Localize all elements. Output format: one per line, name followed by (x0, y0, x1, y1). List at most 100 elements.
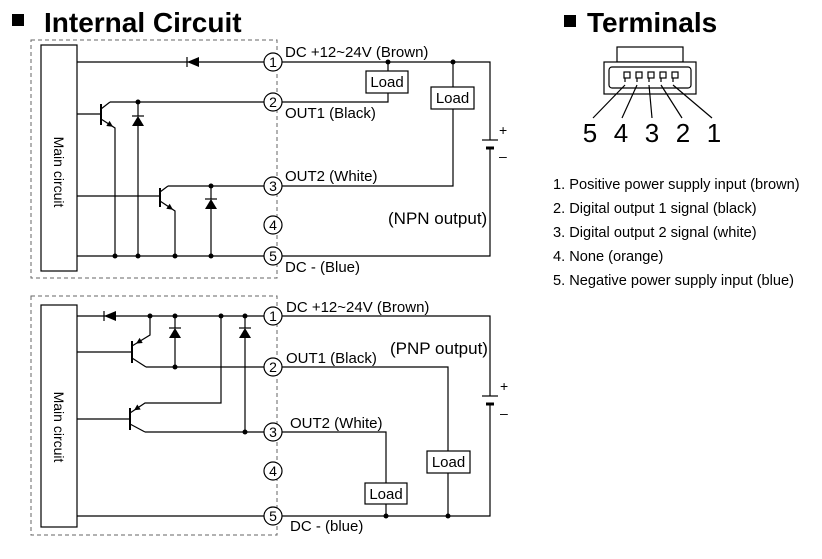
pnp-transistor-1-icon (77, 316, 151, 368)
terminal-circle (263, 306, 283, 326)
npn-terminal-2: 2 OUT1 (Black) (263, 92, 376, 122)
junction-dot (135, 253, 141, 259)
square-bullet-icon (12, 14, 24, 26)
internal-circuit-heading: Internal Circuit (44, 7, 242, 38)
wire-supply-negative (282, 148, 491, 257)
pin-contact (623, 71, 631, 79)
junction-dot (147, 313, 153, 319)
terminal-label: OUT1 (Black) (286, 350, 377, 367)
emitter-arrow (134, 404, 141, 411)
wire-load-1 (282, 366, 449, 516)
terminal-number: 2 (269, 359, 277, 375)
load-box (364, 482, 408, 505)
terminal-circle (263, 92, 283, 112)
terminal-circle (263, 506, 283, 526)
junction-dot (172, 253, 178, 259)
zener-diode-2-icon (205, 186, 217, 256)
battery-minus-sign: – (500, 405, 508, 421)
terminal-label: DC - (blue) (290, 518, 363, 535)
battery-minus-sign: – (499, 148, 507, 164)
zener-diode-1-icon (132, 102, 144, 256)
connector-drawing: 5 4 3 2 1 (583, 46, 721, 148)
load-label: Load (370, 74, 403, 91)
junction-dot (445, 513, 451, 519)
npn-transistor-1-icon (77, 101, 116, 256)
list-item: 2. Digital output 1 signal (black) (553, 201, 757, 217)
main-circuit-label: Main circuit (51, 137, 67, 208)
terminal-number: 5 (269, 248, 277, 264)
emitter-arrow (136, 337, 143, 344)
pin-contact (659, 71, 667, 79)
pnp-terminal-2: 2 OUT1 (Black) (263, 350, 377, 377)
list-item: 4. None (orange) (553, 249, 663, 265)
terminal-label: OUT2 (White) (285, 168, 378, 185)
junction-dot (383, 513, 389, 519)
junction-dot (172, 364, 178, 370)
battery-icon: + – (482, 122, 507, 164)
pnp-terminal-5: 5 DC - (blue) (263, 506, 363, 535)
pnp-terminal-3: 3 OUT2 (White) (263, 415, 383, 442)
npn-transistor-2-icon (77, 185, 176, 256)
junction-dot (242, 313, 248, 319)
diode-icon (103, 311, 116, 321)
zener-diode-1-icon (169, 316, 181, 367)
diode-triangle (205, 199, 217, 209)
battery-plus-sign: + (499, 122, 507, 138)
wire-supply-positive (282, 315, 491, 396)
load-1: Load (365, 70, 409, 94)
list-item: 3. Digital output 2 signal (white) (553, 225, 757, 241)
load-label: Load (436, 90, 469, 107)
wire-load-2 (282, 62, 454, 187)
npn-terminal-3: 3 OUT2 (White) (263, 168, 378, 196)
diode-triangle (132, 116, 144, 126)
transistor-emitter (100, 118, 116, 256)
pnp-transistor-2-icon (77, 316, 222, 433)
transistor-collector (131, 357, 147, 368)
battery-icon: + – (482, 378, 508, 421)
terminal-label: DC +12~24V (Brown) (286, 299, 429, 316)
terminal-label: DC +12~24V (Brown) (285, 44, 428, 61)
connector-pin (635, 71, 643, 82)
pin-leader-line (592, 84, 626, 119)
pin-number: 3 (645, 118, 659, 148)
terminal-circle (263, 176, 283, 196)
terminal-number: 4 (269, 463, 277, 479)
npn-terminal-1: 1 DC +12~24V (Brown) (263, 44, 428, 72)
diode-triangle (187, 57, 199, 67)
transistor-collector (100, 101, 111, 110)
main-circuit-block (40, 304, 78, 528)
terminals-heading-group: Terminals (564, 7, 717, 38)
internal-circuit-heading-group: Internal Circuit (12, 7, 242, 38)
pin-number: 4 (614, 118, 628, 148)
load-box (430, 86, 475, 110)
battery-plus-sign: + (500, 378, 508, 394)
pin-contact (671, 71, 679, 79)
terminal-number: 1 (269, 308, 277, 324)
npn-circuit: Main circuit (30, 39, 507, 279)
wire-load-1 (282, 62, 389, 103)
load-label: Load (432, 454, 465, 471)
connector-latch (616, 46, 684, 63)
output-type-label: (PNP output) (390, 339, 488, 358)
connector-pin (647, 71, 655, 82)
transistor-emitter (159, 200, 176, 256)
list-item: 5. Negative power supply input (blue) (553, 273, 794, 289)
terminal-description-list: 1. Positive power supply input (brown) 2… (553, 177, 800, 289)
connector-pin (623, 71, 631, 82)
pin-number: 1 (707, 118, 721, 148)
wire-supply-negative (282, 404, 491, 517)
pin-leader-line (648, 84, 653, 119)
transistor-collector (159, 185, 169, 193)
junction-dot (242, 429, 248, 435)
pin-number: 2 (676, 118, 690, 148)
pnp-terminal-4: 4 (263, 461, 283, 481)
diode-triangle (239, 328, 251, 338)
emitter-arrow (166, 203, 173, 210)
junction-dot (112, 253, 118, 259)
junction-dot (208, 253, 214, 259)
junction-dot (172, 313, 178, 319)
emitter-arrow (106, 120, 113, 127)
zener-diode-2-icon (239, 316, 251, 432)
connector-pin (671, 71, 679, 82)
pnp-terminal-1: 1 DC +12~24V (Brown) (263, 299, 429, 326)
